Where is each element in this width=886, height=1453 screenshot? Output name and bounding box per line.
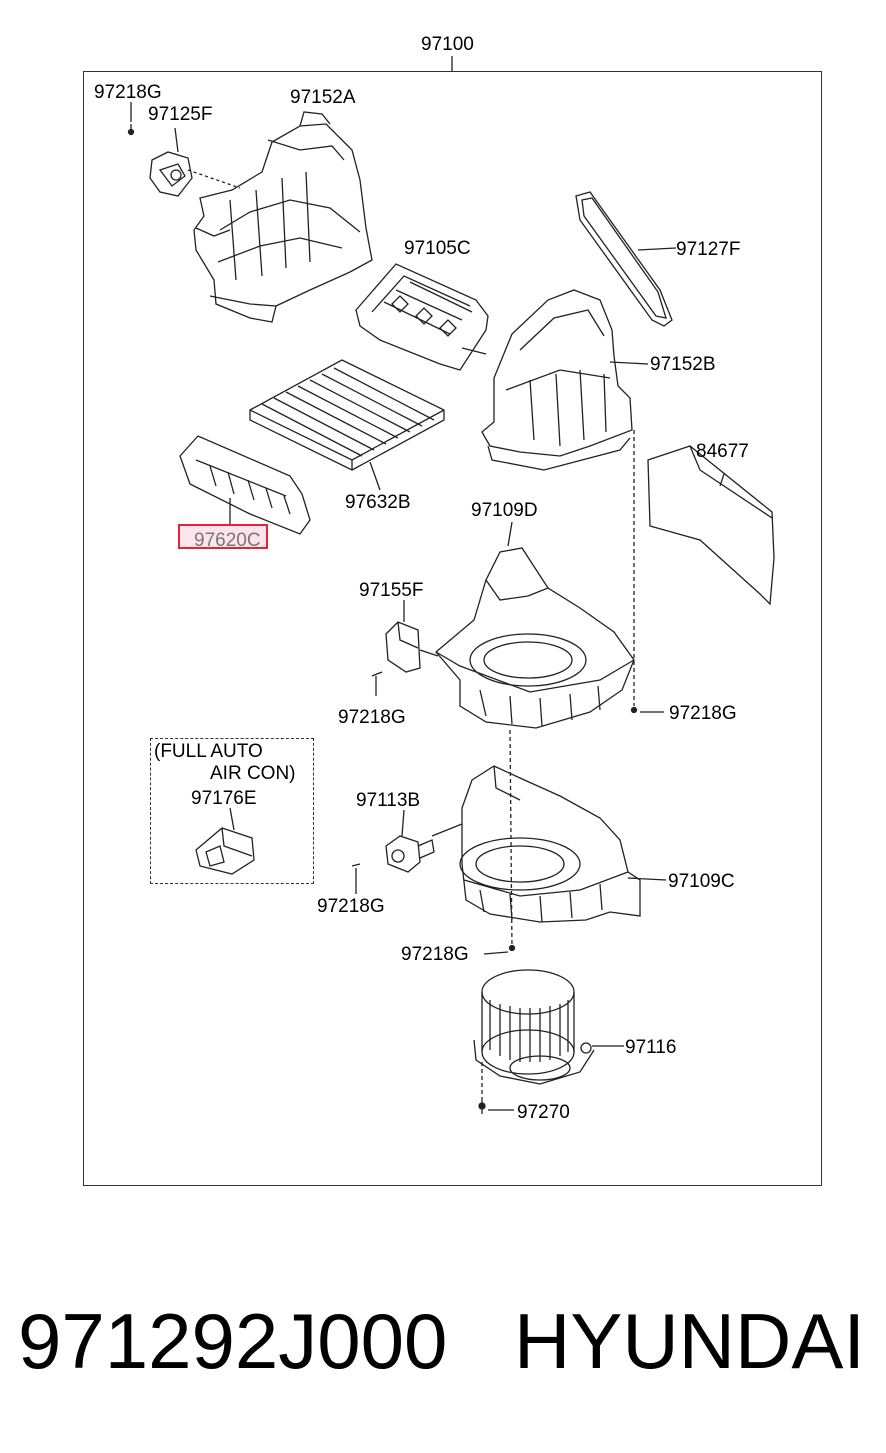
label-97632B: 97632B	[345, 492, 411, 513]
case-97152B	[481, 289, 649, 706]
label-97113B: 97113B	[356, 790, 421, 811]
label-97176E: 97176E	[191, 788, 257, 809]
label-97218G-bottom-left: 97218G	[317, 896, 385, 917]
footer-part-number: 971292J000	[18, 1297, 448, 1385]
assembly-frame	[83, 71, 822, 1186]
duct-84677	[647, 445, 775, 606]
label-97218G-center: 97218G	[401, 944, 469, 965]
label-97125F: 97125F	[148, 104, 213, 125]
label-97109C: 97109C	[668, 871, 735, 892]
blower-97116	[473, 969, 624, 1085]
screw-97218G-top	[127, 102, 135, 136]
note-box	[150, 738, 314, 884]
actuator-97125F	[149, 127, 241, 197]
label-97218G-top: 97218G	[94, 82, 162, 103]
label-97100: 97100	[421, 34, 474, 55]
label-97152B: 97152B	[650, 354, 716, 375]
label-97155F: 97155F	[359, 580, 424, 601]
label-97218G-left: 97218G	[338, 707, 406, 728]
label-97620C: 97620C	[194, 530, 261, 551]
highlight-97620C	[178, 524, 268, 549]
label-97105C: 97105C	[404, 238, 471, 259]
case-97109D	[435, 521, 635, 729]
footer-brand: HYUNDAI	[514, 1297, 866, 1385]
resistor-97176E	[195, 807, 255, 875]
note-line-1: (FULL AUTO	[154, 741, 263, 762]
label-97218G-right: 97218G	[669, 703, 737, 724]
seal-97127F	[575, 191, 677, 327]
case-97152A	[193, 111, 373, 323]
label-97127F: 97127F	[676, 239, 741, 260]
label-84677: 84677	[696, 441, 749, 462]
module-97113B	[351, 809, 463, 894]
filter-97632B	[249, 359, 445, 491]
module-97155F	[371, 600, 439, 696]
label-97152A: 97152A	[290, 87, 356, 108]
note-line-2: AIR CON)	[210, 763, 296, 784]
door-97105C	[355, 263, 489, 371]
cover-97620C	[179, 435, 311, 535]
screw-97270	[478, 1100, 514, 1114]
label-97116: 97116	[625, 1037, 677, 1058]
label-97109D: 97109D	[471, 500, 538, 521]
screw-97218G-right	[630, 706, 664, 714]
label-97270: 97270	[517, 1102, 570, 1123]
